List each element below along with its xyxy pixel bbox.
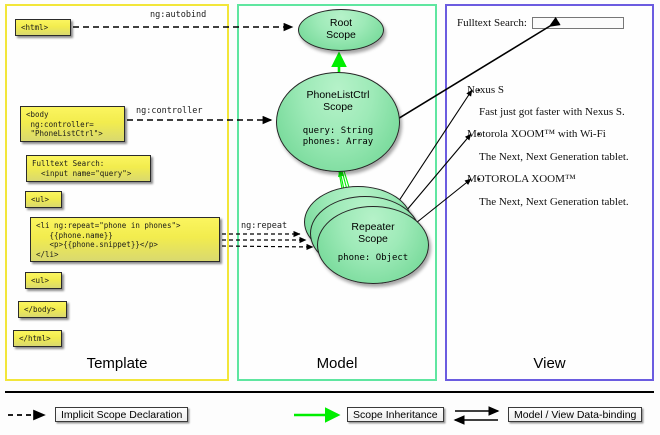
phonelistctrl-scope-prop-query: query: String: [302, 126, 374, 136]
view-item-desc-1: The Next, Next Generation tablet.: [479, 151, 629, 163]
code-box-html-open: <html>: [15, 19, 71, 36]
phonelistctrl-scope-prop-phones: phones: Array: [302, 137, 374, 147]
code-box-body-close: </body>: [18, 301, 67, 318]
code-box-ul-close: <ul>: [25, 272, 62, 289]
code-box-html-close: </html>: [13, 330, 62, 347]
legend-item-model-view-data-binding: Model / View Data-binding: [508, 407, 643, 422]
view-item-name-0: Nexus S: [467, 84, 504, 96]
phonelistctrl-scope: PhoneListCtrl Scope query: String phones…: [276, 72, 400, 172]
root-scope: Root Scope: [298, 9, 384, 51]
connector-label-ng-repeat: ng:repeat: [241, 221, 288, 231]
code-box-li-repeat: <li ng:repeat="phone in phones"> {{phone…: [30, 217, 220, 262]
legend-item-implicit-scope-declaration: Implicit Scope Declaration: [55, 407, 189, 422]
legend-item-scope-inheritance: Scope Inheritance: [347, 407, 444, 422]
repeater-scope-title: Repeater Scope: [351, 221, 395, 245]
view-search-row: Fulltext Search:: [457, 17, 624, 29]
view-search-input[interactable]: [531, 17, 624, 29]
view-bullet-2: •: [477, 174, 481, 186]
panel-template-title: Template: [86, 355, 148, 372]
code-box-body-open: <body ng:controller= "PhoneListCtrl">: [20, 106, 125, 142]
legend-arrows: [8, 406, 500, 425]
legend-separator: [5, 391, 654, 393]
view-rendered-output: Fulltext Search: • Nexus S Fast just got…: [449, 8, 650, 348]
panel-model-title: Model: [316, 355, 358, 372]
view-search-label: Fulltext Search:: [457, 17, 527, 29]
phonelistctrl-scope-title: PhoneListCtrl Scope: [306, 89, 370, 113]
view-item-desc-2: The Next, Next Generation tablet.: [479, 196, 629, 208]
panel-view-title: View: [533, 355, 566, 372]
view-bullet-1: •: [477, 129, 481, 141]
repeater-scope-props: phone: Object: [337, 253, 409, 263]
code-box-search: Fulltext Search: <input name="query">: [26, 155, 151, 182]
view-item-name-2: MOTOROLA XOOM™: [467, 173, 576, 185]
root-scope-title: Root Scope: [326, 17, 356, 41]
connector-label-ng-controller: ng:controller: [136, 106, 203, 116]
code-box-ul-open: <ul>: [25, 191, 62, 208]
view-item-desc-0: Fast just got faster with Nexus S.: [479, 106, 625, 118]
connector-label-ng-autobind: ng:autobind: [150, 10, 207, 20]
repeater-scope: Repeater Scope phone: Object: [317, 206, 429, 284]
view-item-name-1: Motorola XOOM™ with Wi-Fi: [467, 128, 606, 140]
